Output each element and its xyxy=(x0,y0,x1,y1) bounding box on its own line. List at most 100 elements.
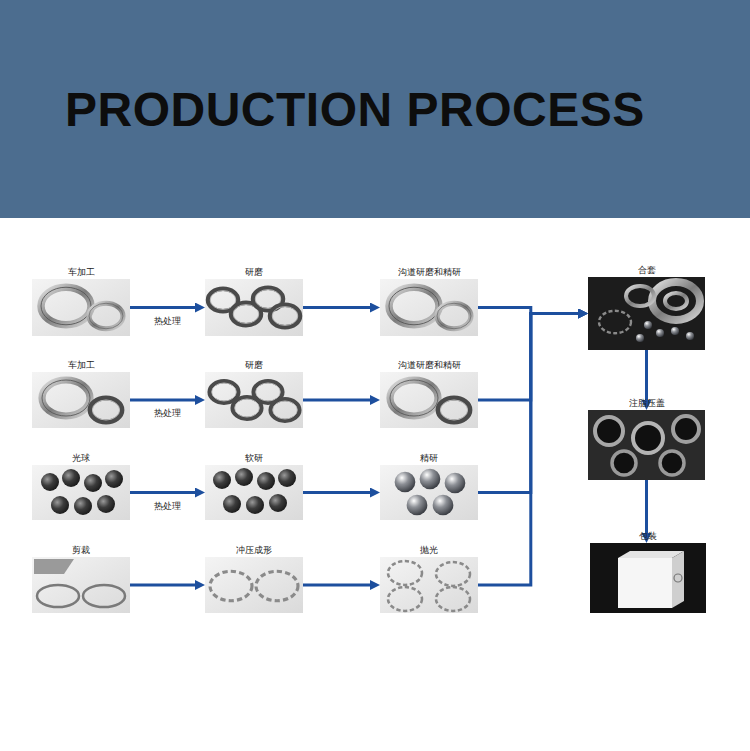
flow-arrow xyxy=(130,306,199,309)
step-label: 沟道研磨和精研 xyxy=(398,360,461,371)
process-step: 车加工 xyxy=(32,279,130,336)
step-label-group: 精研 xyxy=(420,453,438,464)
step-label: 研磨 xyxy=(245,267,263,278)
step-label: 包装 xyxy=(639,531,657,542)
blank-ring xyxy=(83,585,125,607)
step-label-group: 研磨 xyxy=(245,360,263,371)
sealed-bearing xyxy=(673,416,699,442)
outer-ring xyxy=(389,287,439,325)
photo-ground xyxy=(205,557,303,613)
sealed-bearing xyxy=(595,417,623,445)
photo-ground xyxy=(32,557,130,613)
process-step: 抛光 xyxy=(380,557,478,613)
flow-arrow xyxy=(303,306,374,309)
photo-ground xyxy=(590,543,706,613)
sealed-bearing xyxy=(633,423,663,453)
steel-ball xyxy=(41,473,59,491)
cage xyxy=(436,587,470,611)
steel-ball xyxy=(686,332,694,340)
photo-ground xyxy=(32,372,130,428)
ring xyxy=(626,286,654,306)
cage xyxy=(388,561,422,585)
steel-ball xyxy=(278,469,296,487)
ground-ring xyxy=(210,381,239,403)
inner-ring xyxy=(90,398,122,422)
process-step: 注脂压盖 xyxy=(588,410,705,480)
steel-ball xyxy=(445,473,466,494)
process-step: 研磨 xyxy=(205,279,303,336)
steel-ball xyxy=(257,472,275,490)
flow-arrow xyxy=(303,399,374,402)
flow-arrow xyxy=(130,584,199,587)
steel-ball xyxy=(84,474,102,492)
step-note: 热处理 xyxy=(152,316,183,327)
photo-ground xyxy=(588,410,705,480)
flow-arrow xyxy=(130,399,199,402)
steel-ball xyxy=(246,496,264,514)
steel-ball xyxy=(62,469,80,487)
ground-ring xyxy=(270,305,300,328)
flow-arrow xyxy=(478,314,582,586)
steel-ball xyxy=(97,495,115,513)
cage xyxy=(210,571,252,600)
steel-ball xyxy=(235,468,253,486)
photo-ground xyxy=(205,279,303,336)
process-step: 研磨 xyxy=(205,372,303,428)
steel-ball xyxy=(213,471,231,489)
step-label-group: 注脂压盖 xyxy=(629,398,665,409)
steel-ball xyxy=(644,321,652,329)
flow-arrow xyxy=(303,584,374,587)
package-logo xyxy=(674,574,682,582)
photo-ground xyxy=(380,279,478,336)
process-step: 精研 xyxy=(380,465,478,520)
outer-ring xyxy=(41,287,91,325)
cage xyxy=(436,562,470,586)
steel-ball xyxy=(671,327,679,335)
process-step: 包装 xyxy=(590,543,706,613)
flow-arrow xyxy=(645,480,648,537)
cage xyxy=(388,587,422,611)
cage xyxy=(599,311,631,333)
sealed-bearing xyxy=(612,451,636,475)
step-label-group: 光球 xyxy=(72,453,90,464)
cage xyxy=(256,571,298,600)
step-label-group: 软研 xyxy=(245,453,263,464)
photo-ground xyxy=(380,465,478,520)
ground-ring xyxy=(271,399,300,421)
process-step: 光球 xyxy=(32,465,130,520)
process-step: 车加工 xyxy=(32,372,130,428)
inner-ring xyxy=(42,380,90,416)
flow-arrow xyxy=(645,350,648,404)
step-label-group: 合套 xyxy=(638,265,656,276)
sealed-bearing xyxy=(660,451,684,475)
package-box xyxy=(618,558,672,608)
step-label: 车加工 xyxy=(68,360,95,371)
photo-ground xyxy=(380,557,478,613)
steel-ball xyxy=(223,495,241,513)
blank-ring xyxy=(37,585,79,607)
step-label-group: 剪裁 xyxy=(72,545,90,556)
step-label-group: 沟道研磨和精研 xyxy=(398,360,461,371)
step-label: 剪裁 xyxy=(72,545,90,556)
process-step: 剪裁 xyxy=(32,557,130,613)
photo-ground xyxy=(205,372,303,428)
process-step: 冲压成形 xyxy=(205,557,303,613)
step-label: 注脂压盖 xyxy=(629,398,665,409)
page-title: PRODUCTION PROCESS xyxy=(65,82,645,137)
steel-ball xyxy=(433,495,454,516)
photo-ground xyxy=(32,465,130,520)
steel-ball xyxy=(420,469,441,490)
process-step: 合套 xyxy=(588,277,705,350)
bearing xyxy=(652,282,700,320)
steel-sheet xyxy=(34,559,74,574)
step-label: 软研 xyxy=(245,453,263,464)
step-label: 光球 xyxy=(72,453,90,464)
step-label: 冲压成形 xyxy=(236,545,272,556)
steel-ball xyxy=(656,329,664,337)
steel-ball xyxy=(269,494,287,512)
step-label: 研磨 xyxy=(245,360,263,371)
step-label-group: 车加工 xyxy=(68,267,95,278)
step-label-group: 抛光 xyxy=(420,545,438,556)
step-label-group: 冲压成形 xyxy=(236,545,272,556)
